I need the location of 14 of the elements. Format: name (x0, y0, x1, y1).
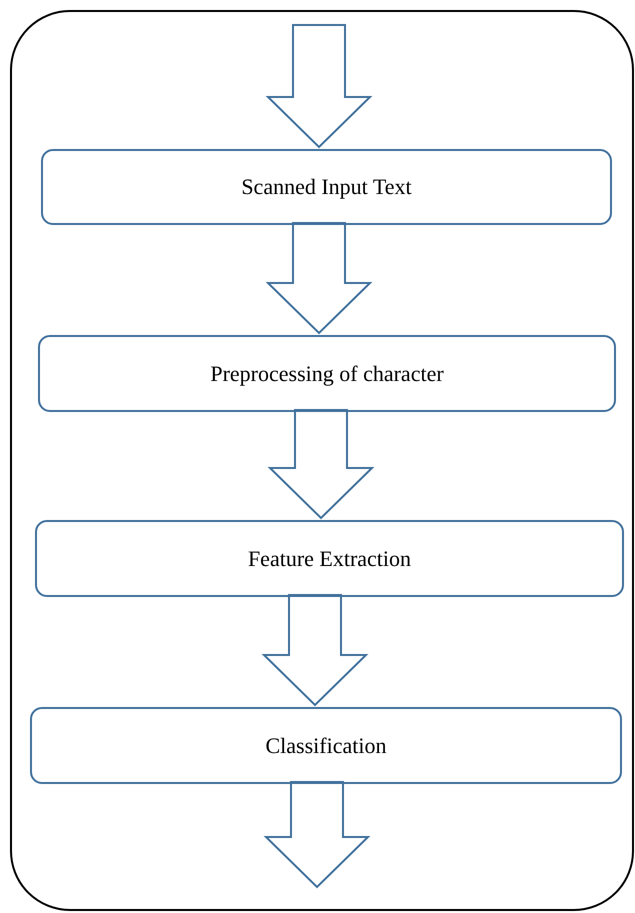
process-box (41, 149, 612, 225)
box-label: Preprocessing of character (209, 360, 445, 388)
box-label: Scanned Input Text (240, 173, 413, 201)
block-arrow (264, 781, 370, 888)
process-box (35, 520, 624, 597)
process-box (38, 335, 616, 412)
container-box (10, 10, 634, 911)
block-arrow (268, 409, 374, 520)
block-arrow (266, 222, 372, 334)
block-arrow (262, 594, 368, 706)
box-label: Feature Extraction (246, 544, 412, 572)
block-arrow (266, 24, 372, 148)
box-label: Classification (264, 732, 388, 760)
process-box (30, 707, 622, 784)
